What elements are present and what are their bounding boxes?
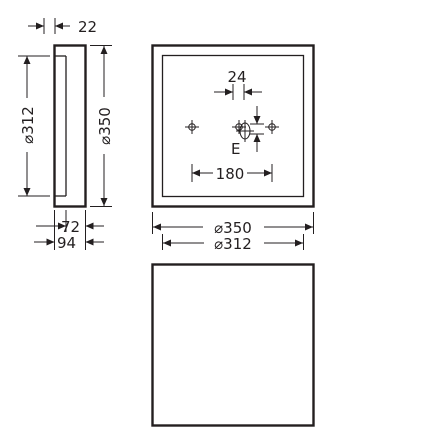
top-view-outer-frame xyxy=(151,44,315,208)
dimension-312-vertical-label: ⌀312 xyxy=(19,106,37,144)
dimension-350-vertical: ⌀350 xyxy=(90,45,114,207)
dimension-350-horizontal-label: ⌀350 xyxy=(214,219,252,237)
top-view: 24 E 180 xyxy=(151,44,315,253)
dimension-22: 22 xyxy=(28,18,97,36)
dimension-24-label: 24 xyxy=(227,68,246,86)
dimension-180: 180 xyxy=(191,164,273,183)
entry-offset-arrows xyxy=(250,106,264,152)
dimension-312-vertical: ⌀312 xyxy=(18,55,50,197)
dimension-24: 24 xyxy=(214,68,262,100)
dimension-350-vertical-label: ⌀350 xyxy=(96,107,114,145)
dimension-72-94: 72 94 xyxy=(34,210,104,252)
dimension-180-label: 180 xyxy=(216,165,245,183)
mounting-hole-right xyxy=(265,120,279,134)
dimension-312-horizontal-label: ⌀312 xyxy=(214,235,252,253)
top-view-inner-frame xyxy=(161,54,305,198)
bottom-view xyxy=(151,263,315,427)
mounting-hole-center xyxy=(232,120,246,134)
dimension-94-label: 94 xyxy=(57,234,76,252)
cable-entry-hole xyxy=(236,120,254,142)
side-view: 22 ⌀312 ⌀350 xyxy=(18,18,114,252)
bottom-view-outer-frame xyxy=(151,263,315,427)
mounting-hole-left xyxy=(185,120,199,134)
entry-label: E xyxy=(231,140,240,158)
dimension-350-horizontal: ⌀350 xyxy=(152,212,314,237)
dimension-312-horizontal: ⌀312 xyxy=(162,234,304,253)
dimension-72-label: 72 xyxy=(61,218,80,236)
dimension-22-label: 22 xyxy=(78,18,97,36)
side-profile-outer xyxy=(53,44,87,208)
